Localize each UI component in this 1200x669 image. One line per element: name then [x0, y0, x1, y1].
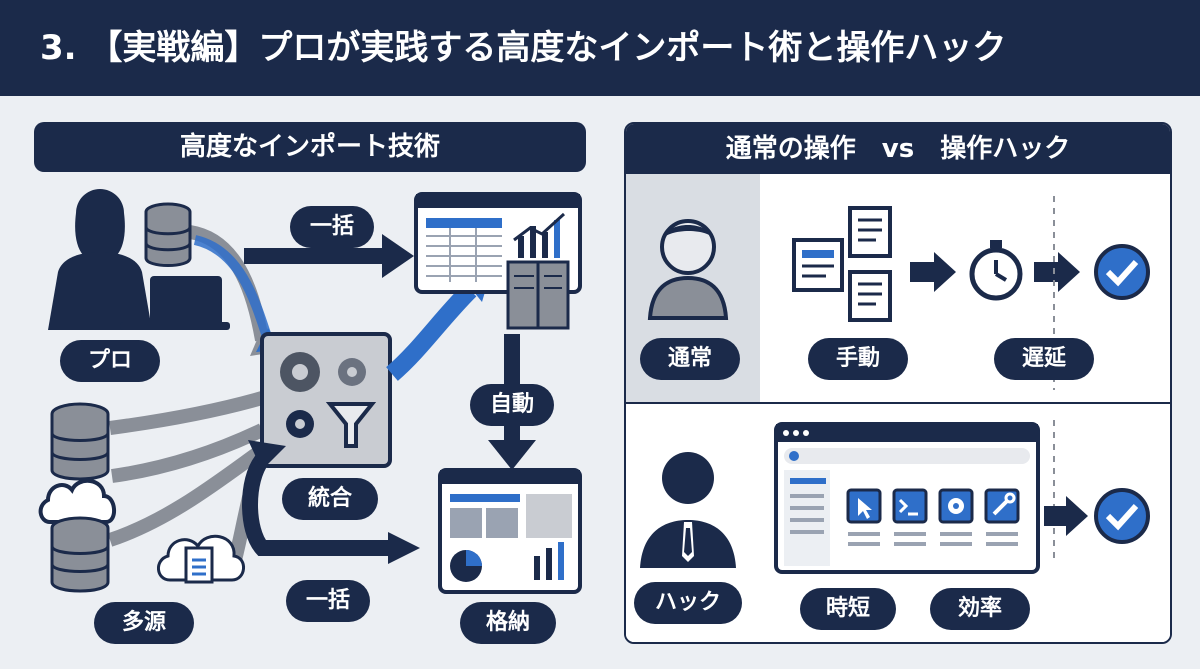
server-icon — [506, 260, 570, 330]
filter-icon — [325, 402, 377, 448]
label-efficiency: 効率 — [930, 588, 1030, 630]
flow-arrow-navy — [242, 455, 390, 556]
gear-icon — [286, 410, 314, 438]
flow-arrow-gray — [111, 423, 266, 483]
label-many-sources: 多源 — [94, 602, 194, 644]
document-icon — [848, 270, 892, 322]
arrow-right-icon — [910, 252, 956, 292]
app-window-icon — [774, 422, 1040, 574]
cloud-icon — [38, 479, 116, 524]
arrow-right-icon — [1034, 252, 1080, 292]
label-delay: 遅延 — [994, 338, 1094, 380]
check-icon — [1094, 244, 1150, 300]
flow-arrow-blue — [386, 283, 477, 381]
document-icon — [792, 238, 844, 292]
label-short: 時短 — [800, 588, 896, 630]
cloud-document-icon — [157, 534, 245, 584]
database-icon — [50, 402, 110, 481]
laptop-icon — [120, 276, 230, 330]
dashboard-icon — [438, 468, 582, 594]
row-divider — [626, 402, 1170, 404]
label-manual: 手動 — [808, 338, 908, 380]
left-diagram — [38, 189, 582, 594]
right-heading-bar: 通常の操作 vs 操作ハック — [626, 124, 1170, 174]
right-heading: 通常の操作 vs 操作ハック — [725, 134, 1071, 164]
hack-person-icon — [640, 452, 736, 568]
flow-arrow-gray — [109, 391, 264, 435]
label-pro: プロ — [60, 340, 160, 382]
page-title: 3. 【実戦編】プロが実践する高度なインポート術と操作ハック — [40, 28, 1007, 68]
arrow-right-icon — [1044, 496, 1088, 536]
label-bulk-top: 一括 — [290, 206, 374, 248]
database-icon — [50, 516, 110, 593]
title-bar: 3. 【実戦編】プロが実践する高度なインポート術と操作ハック — [0, 0, 1200, 96]
database-icon — [144, 202, 192, 267]
gear-icon — [338, 358, 366, 386]
flow-arrow-gray — [107, 444, 267, 547]
label-integrate: 統合 — [282, 478, 378, 520]
check-icon — [1094, 488, 1150, 544]
gear-icon — [280, 352, 320, 392]
left-heading: 高度なインポート技術 — [34, 122, 586, 172]
normal-person-icon — [647, 219, 729, 320]
chart-icon — [513, 212, 566, 258]
label-normal: 通常 — [640, 338, 740, 380]
label-store: 格納 — [460, 602, 556, 644]
pro-person-icon — [48, 189, 152, 330]
label-auto: 自動 — [470, 384, 554, 426]
label-bulk-bottom: 一括 — [286, 580, 370, 622]
terminal-icon — [892, 488, 928, 524]
integration-box — [260, 332, 392, 468]
flow-arrow-blue — [193, 235, 273, 342]
document-icon — [848, 206, 892, 258]
label-hack: ハック — [634, 582, 742, 624]
clock-icon — [969, 240, 1023, 301]
